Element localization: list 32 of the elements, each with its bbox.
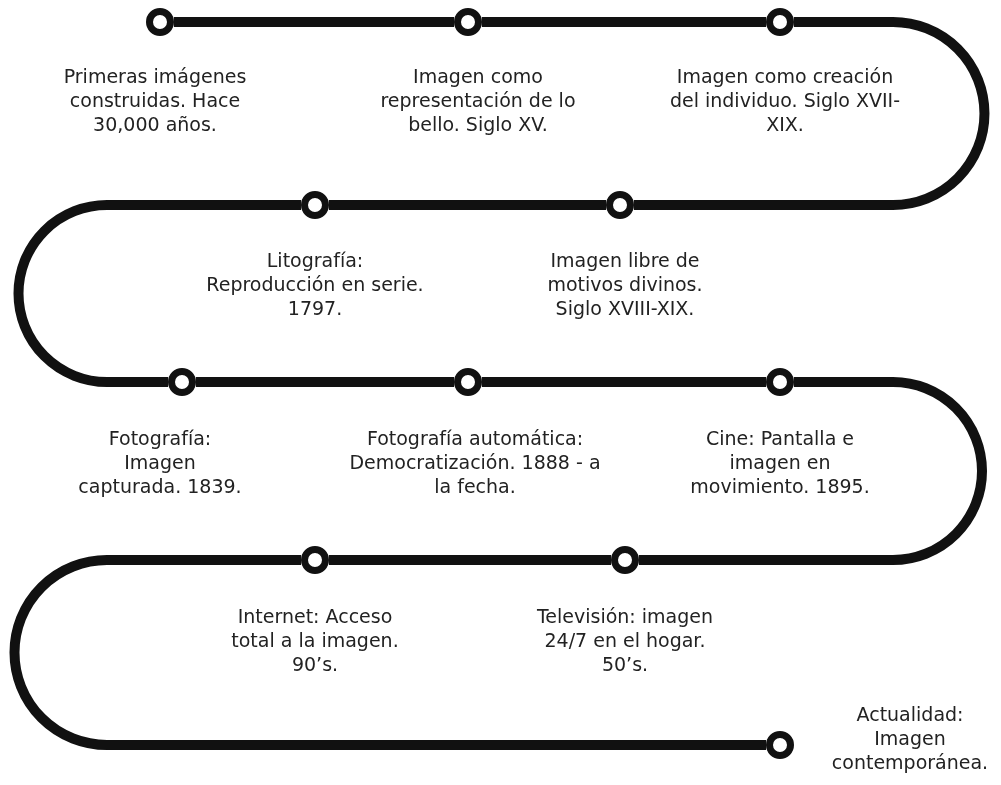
timeline-caption: Imagen como creación del individuo. Siglo XVII-XIX. — [668, 64, 902, 136]
timeline-dot — [766, 8, 794, 36]
timeline-caption: Imagen como representación de lo bello. Siglo XV. — [379, 64, 577, 136]
timeline-line — [329, 200, 606, 210]
timeline-dot — [766, 368, 794, 396]
timeline-line — [13, 200, 301, 387]
timeline-dot — [454, 8, 482, 36]
timeline-dot — [606, 191, 634, 219]
timeline-line — [9, 555, 766, 750]
timeline-line — [634, 17, 990, 210]
timeline-dot — [146, 8, 174, 36]
timeline-line — [329, 555, 611, 565]
timeline-line — [639, 377, 987, 565]
timeline-dot — [168, 368, 196, 396]
timeline-line — [482, 17, 766, 27]
timeline-caption: Primeras imágenes construidas. Hace 30,000 años. — [62, 64, 248, 136]
timeline-caption: Fotografía: Imagen capturada. 1839. — [77, 426, 243, 498]
timeline-dot — [766, 731, 794, 759]
timeline-caption: Litografía: Reproducción en serie. 1797. — [205, 248, 425, 320]
timeline-line — [482, 377, 766, 387]
timeline-caption: Televisión: imagen 24/7 en el hogar. 50’s. — [535, 604, 715, 676]
timeline-line — [174, 17, 454, 27]
timeline-caption: Fotografía automática: Democratización. 1888 - a la fecha. — [348, 426, 602, 498]
timeline-dot — [611, 546, 639, 574]
timeline-line — [196, 377, 454, 387]
timeline-caption: Actualidad: Imagen contemporánea. — [830, 702, 990, 774]
timeline-dot — [454, 368, 482, 396]
timeline-dot — [301, 191, 329, 219]
timeline-caption: Internet: Acceso total a la imagen. 90’s. — [230, 604, 400, 676]
timeline-caption: Cine: Pantalla e imagen en movimiento. 1895. — [689, 426, 871, 498]
timeline-dot — [301, 546, 329, 574]
timeline-caption: Imagen libre de motivos divinos. Siglo XVIII-XIX. — [546, 248, 704, 320]
